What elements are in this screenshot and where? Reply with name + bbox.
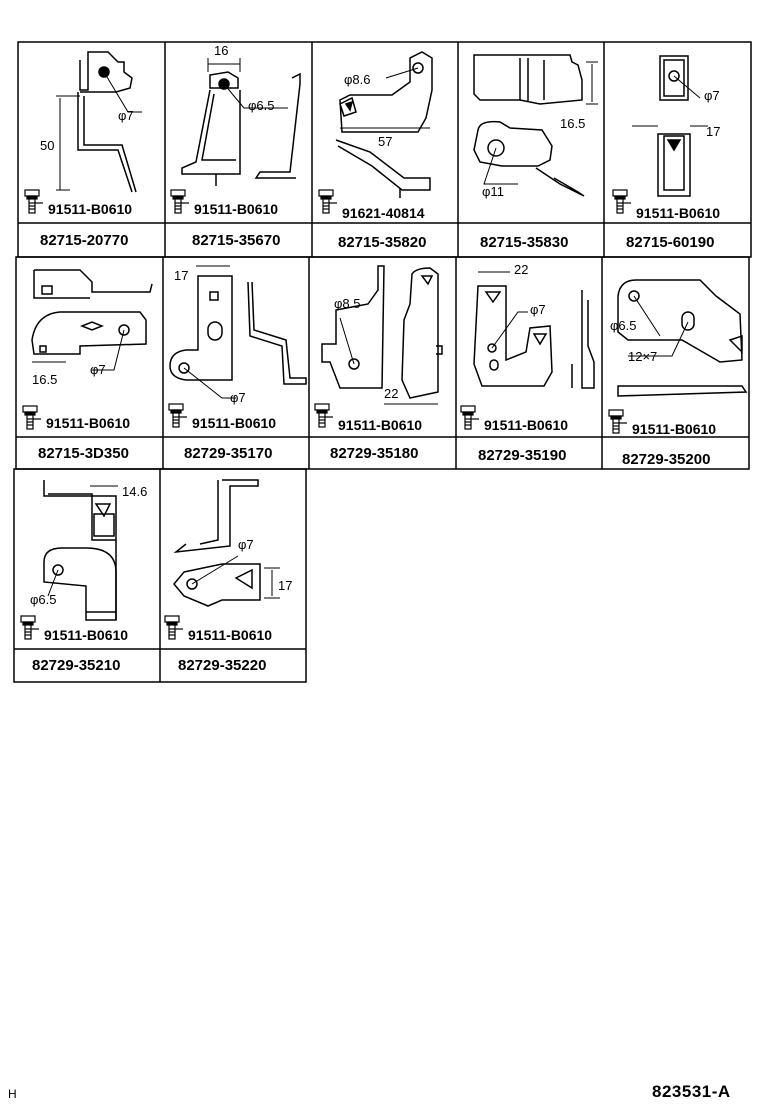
cell-82729-35220 xyxy=(173,479,280,607)
part-number: 82729-35200 xyxy=(622,451,710,468)
bolt-number: 91511-B0610 xyxy=(44,627,128,643)
cell-82715-35670 xyxy=(181,58,301,186)
part-number: 82729-35170 xyxy=(184,445,272,462)
bolt-number: 91511-B0610 xyxy=(46,415,130,431)
cell-82729-35200 xyxy=(617,279,748,397)
row2-frame xyxy=(15,256,750,470)
illustration-number: 823531-A xyxy=(652,1082,731,1101)
bolt-number: 91511-B0610 xyxy=(188,627,272,643)
dimension-label: φ7 xyxy=(238,537,254,552)
dimension-label: φ6.5 xyxy=(30,592,57,607)
cell-82729-35170 xyxy=(169,265,307,399)
dimension-label: φ11 xyxy=(482,184,504,199)
part-number: 82715-35830 xyxy=(480,234,568,251)
dimension-label: 14.6 xyxy=(122,484,147,499)
bolt-icon xyxy=(170,189,190,214)
bolt-number: 91511-B0610 xyxy=(636,205,720,221)
bolt-icon xyxy=(20,615,40,640)
bolt-icon xyxy=(608,409,628,434)
dimension-label: φ6.5 xyxy=(248,98,275,113)
dimension-label: 17 xyxy=(278,578,292,593)
dimension-label: φ8.5 xyxy=(334,296,361,311)
cell-82715-3D350 xyxy=(31,269,153,371)
dimension-label: φ8.6 xyxy=(344,72,371,87)
part-number: 82729-35180 xyxy=(330,445,418,462)
dimension-label: 17 xyxy=(174,268,188,283)
dimension-label: 22 xyxy=(514,262,528,277)
dimension-label: 16.5 xyxy=(32,372,57,387)
dimension-label: φ7 xyxy=(230,390,246,405)
part-number: 82715-3D350 xyxy=(38,445,129,462)
dimension-label: φ7 xyxy=(530,302,546,317)
part-number: 82729-35210 xyxy=(32,657,120,674)
bolt-icon xyxy=(314,403,334,428)
bolt-icon xyxy=(168,403,188,428)
bolt-icon xyxy=(164,615,184,640)
part-number: 82715-35670 xyxy=(192,232,280,249)
part-number: 82715-60190 xyxy=(626,234,714,251)
cell-82729-35180 xyxy=(321,265,443,405)
bolt-number: 91621-40814 xyxy=(342,205,425,221)
bolt-number: 91511-B0610 xyxy=(194,201,278,217)
sheet-code: H xyxy=(8,1087,17,1101)
part-number: 82715-35820 xyxy=(338,234,426,251)
cell-82715-20770 xyxy=(56,51,142,193)
dimension-label: φ7 xyxy=(118,108,134,123)
dimension-label: 12×7 xyxy=(628,349,657,364)
dimension-label: 22 xyxy=(384,386,398,401)
bolt-icon xyxy=(460,405,480,430)
bolt-number: 91511-B0610 xyxy=(484,417,568,433)
dimension-label: 57 xyxy=(378,134,392,149)
dimension-label: φ7 xyxy=(704,88,720,103)
bolt-icon xyxy=(612,189,632,214)
bolt-number: 91511-B0610 xyxy=(338,417,422,433)
cell-82715-35820 xyxy=(335,51,433,198)
bolt-icon xyxy=(22,405,42,430)
part-number: 82729-35220 xyxy=(178,657,266,674)
dimension-label: 50 xyxy=(40,138,54,153)
cell-82729-35190 xyxy=(473,271,595,389)
bolt-icon xyxy=(318,189,338,214)
bolt-number: 91511-B0610 xyxy=(48,201,132,217)
bolt-number: 91511-B0610 xyxy=(632,421,716,437)
cell-82715-35830 xyxy=(473,54,598,197)
part-number: 82715-20770 xyxy=(40,232,128,249)
dimension-label: 16.5 xyxy=(560,116,585,131)
bolt-number: 91511-B0610 xyxy=(192,415,276,431)
dimension-label: φ6.5 xyxy=(610,318,637,333)
dimension-label: 16 xyxy=(214,43,228,58)
bolt-icon xyxy=(24,189,44,214)
part-number: 82729-35190 xyxy=(478,447,566,464)
cell-82715-60190 xyxy=(632,55,708,197)
dimension-label: 17 xyxy=(706,124,720,139)
cell-82729-35210 xyxy=(43,480,118,621)
dimension-label: φ7 xyxy=(90,362,106,377)
